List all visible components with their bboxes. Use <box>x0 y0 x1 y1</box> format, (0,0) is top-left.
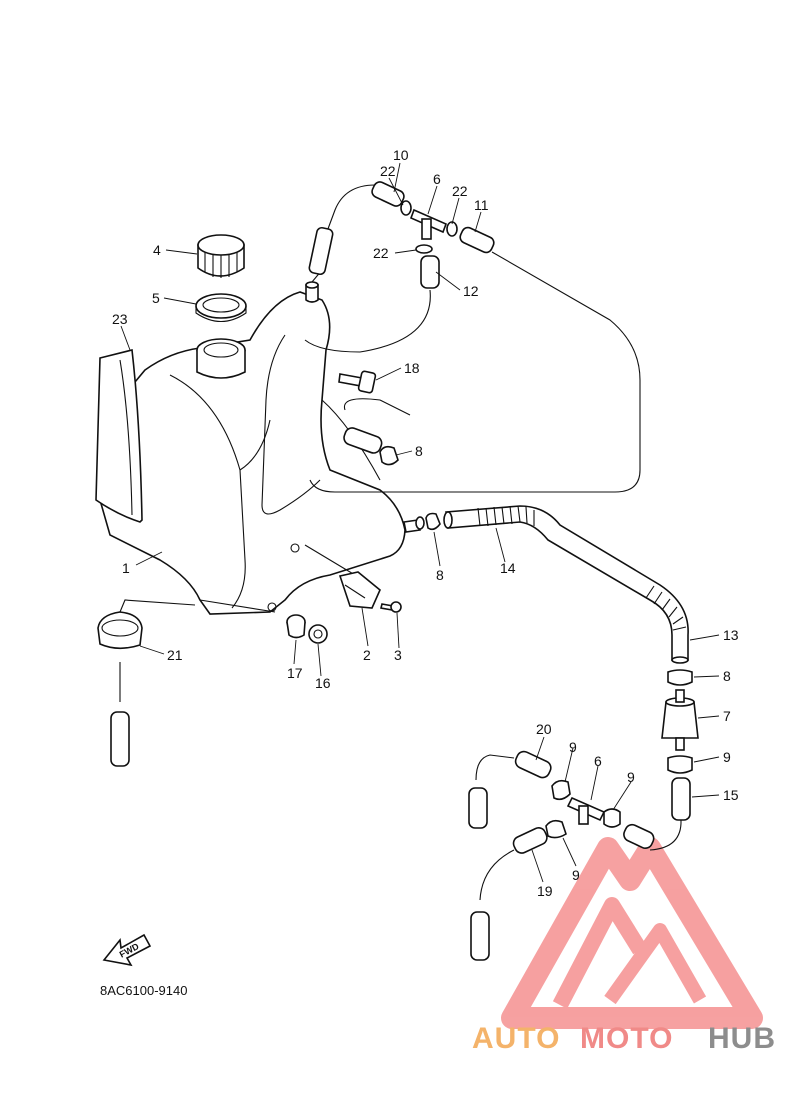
label-2: 2 <box>363 647 371 663</box>
label-9: 9 <box>723 749 731 765</box>
drawing-code: 8AC6100-9140 <box>100 983 187 998</box>
label-13: 13 <box>723 627 739 643</box>
label-14: 14 <box>500 560 516 576</box>
watermark-hub: HUB <box>708 1022 776 1055</box>
label-7: 7 <box>723 708 731 724</box>
tank-cap <box>197 234 245 278</box>
label-20: 20 <box>536 721 552 737</box>
hose-clamp-left <box>415 512 441 531</box>
label-8: 8 <box>723 668 731 684</box>
label-6: 6 <box>594 753 602 769</box>
label-10: 10 <box>393 147 409 163</box>
label-9: 9 <box>572 867 580 883</box>
label-22: 22 <box>452 183 468 199</box>
bracket-screw <box>380 601 402 613</box>
cap-gasket <box>195 293 247 323</box>
label-1: 1 <box>122 560 130 576</box>
label-8: 8 <box>436 567 444 583</box>
watermark-auto: AUTO <box>472 1022 560 1055</box>
watermark-text: AUTO MOTO HUB <box>472 1022 776 1055</box>
fuel-tank <box>99 281 421 615</box>
label-15: 15 <box>723 787 739 803</box>
watermark-moto: MOTO <box>580 1022 673 1055</box>
label-5: 5 <box>152 290 160 306</box>
main-fuel-hose <box>443 505 689 664</box>
label-4: 4 <box>153 242 161 258</box>
damper-collar <box>308 624 328 644</box>
fuel-filter-assembly <box>649 669 699 851</box>
label-6: 6 <box>433 171 441 187</box>
label-3: 3 <box>394 647 402 663</box>
label-21: 21 <box>167 647 183 663</box>
label-19: 19 <box>537 883 553 899</box>
vent-hose-and-clamp <box>343 427 399 466</box>
label-11: 11 <box>474 197 489 213</box>
label-23: 23 <box>112 311 128 327</box>
breather-hose-assembly <box>304 181 641 493</box>
tank-side-cover <box>95 349 143 523</box>
leader-lines <box>120 162 720 883</box>
label-8: 8 <box>415 443 423 459</box>
label-17: 17 <box>287 665 303 681</box>
label-18: 18 <box>404 360 420 376</box>
tank-bracket <box>338 571 381 609</box>
rubber-damper <box>286 614 306 639</box>
forward-arrow-icon <box>102 933 152 967</box>
label-22: 22 <box>373 245 389 261</box>
label-12: 12 <box>463 283 479 299</box>
label-9: 9 <box>627 769 635 785</box>
label-9: 9 <box>569 739 577 755</box>
watermark-logo-icon <box>501 837 763 1029</box>
label-22: 22 <box>380 163 396 179</box>
tank-band <box>97 599 196 767</box>
mounting-bolt <box>338 370 377 394</box>
part-number-labels: 10 22 6 22 11 4 22 12 5 23 18 8 1 8 14 2… <box>112 147 739 899</box>
lower-hose-assembly <box>468 750 655 961</box>
label-16: 16 <box>315 675 331 691</box>
